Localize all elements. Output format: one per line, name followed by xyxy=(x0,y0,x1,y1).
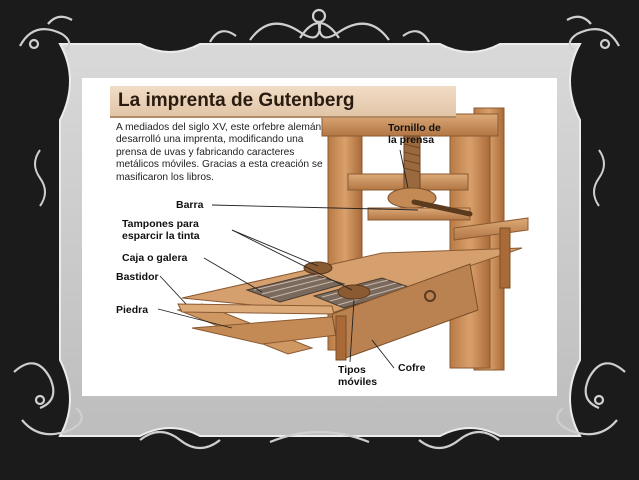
label-bastidor: Bastidor xyxy=(116,271,159,283)
top-flourish xyxy=(209,8,430,43)
leg-1 xyxy=(335,315,347,361)
label-tampones: Tampones para esparcir la tinta xyxy=(122,218,200,242)
top-right-flourish xyxy=(566,15,620,51)
label-tipos-line2: móviles xyxy=(338,376,378,388)
side-flourish-left xyxy=(34,149,46,207)
label-tipos: Tipos móviles xyxy=(338,364,377,388)
diagram-title: La imprenta de Gutenberg xyxy=(118,90,355,111)
front-frame-top xyxy=(177,303,335,315)
bottom-right-flourish xyxy=(556,362,626,436)
ink-ball-2 xyxy=(337,284,371,300)
ink-ball-1 xyxy=(303,261,333,275)
bottom-flourish xyxy=(139,430,500,450)
leg-2 xyxy=(499,227,511,289)
side-flourish-right xyxy=(593,149,605,207)
label-caja: Caja o galera xyxy=(122,252,188,264)
type-lines xyxy=(253,274,405,306)
side-rail xyxy=(453,217,529,241)
label-barra: Barra xyxy=(176,199,204,211)
press-bar xyxy=(411,199,473,217)
label-tampones-line1: Tampones para xyxy=(122,218,199,230)
title-band: La imprenta de Gutenberg xyxy=(110,86,456,118)
label-tornillo-line2: la prensa xyxy=(388,134,435,146)
label-tornillo-line1: Tornillo de xyxy=(388,122,441,134)
bottom-left-flourish xyxy=(13,362,83,436)
screw-threads xyxy=(403,143,421,173)
label-tipos-line1: Tipos xyxy=(338,364,366,376)
label-piedra: Piedra xyxy=(116,304,149,316)
leader-lines xyxy=(157,149,419,369)
label-tornillo: Tornillo de la prensa xyxy=(388,122,441,146)
diagram-panel: La imprenta de Gutenberg A mediados del … xyxy=(82,78,557,396)
label-cofre: Cofre xyxy=(398,362,426,374)
top-left-flourish xyxy=(19,15,73,51)
label-tampones-line2: esparcir la tinta xyxy=(122,230,200,242)
handle-ring xyxy=(424,290,436,302)
description-text: A mediados del siglo XV, este orfebre al… xyxy=(116,122,323,183)
right-upright xyxy=(449,113,491,369)
type-frame-left xyxy=(245,273,346,303)
gutenberg-press-illustration xyxy=(157,107,529,371)
